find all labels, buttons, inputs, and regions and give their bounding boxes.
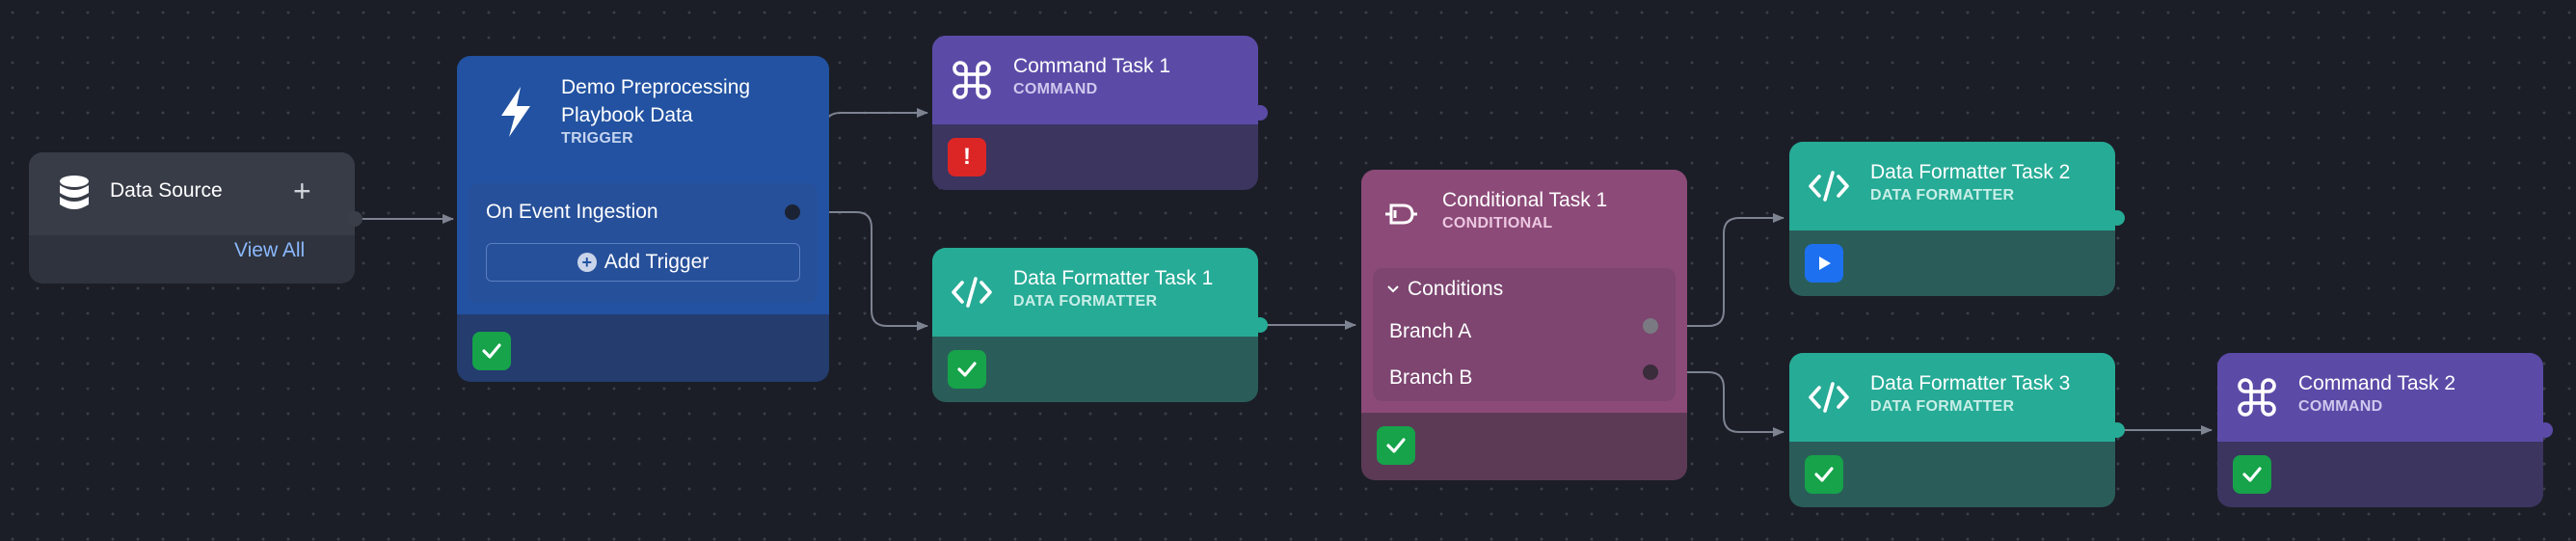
data-formatter-task-1-status-success (948, 350, 986, 389)
command-task-2-node[interactable]: Command Task 2 COMMAND (2217, 353, 2543, 507)
edge-branchb-formatter3 (1650, 371, 1784, 437)
conditions-toggle[interactable]: Conditions (1386, 278, 1503, 301)
trigger-body-panel: On Event Ingestion + Add Trigger (469, 183, 818, 303)
code-icon (1807, 375, 1851, 419)
add-trigger-label: Add Trigger (604, 251, 710, 273)
trigger-status-success (472, 332, 511, 370)
command-task-1-node[interactable]: Command Task 1 COMMAND ! (932, 36, 1258, 190)
data-formatter-task-1-output-handle[interactable] (1252, 317, 1268, 333)
trigger-title: Demo Preprocessing Playbook Data (561, 76, 751, 126)
event-label: On Event Ingestion (486, 201, 658, 223)
trigger-type-label: TRIGGER (561, 130, 633, 147)
conditional-task-1-node[interactable]: Conditional Task 1 CONDITIONAL Condition… (1361, 170, 1687, 480)
data-formatter-task-2-output-handle[interactable] (2109, 210, 2125, 226)
edge-trigger-formatter1 (792, 211, 928, 331)
add-trigger-button[interactable]: + Add Trigger (486, 243, 800, 282)
data-formatter-task-3-node[interactable]: Data Formatter Task 3 DATA FORMATTER (1789, 353, 2115, 507)
data-formatter-task-2-status-running (1805, 244, 1843, 283)
branch-a-label: Branch A (1389, 320, 1472, 342)
data-formatter-task-2-title: Data Formatter Task 2 (1870, 161, 2071, 183)
database-icon (52, 172, 96, 216)
data-source-title: Data Source (110, 179, 223, 202)
data-formatter-task-3-output-handle[interactable] (2109, 422, 2125, 438)
branch-a-handle[interactable] (1643, 318, 1658, 334)
data-source-node[interactable]: Data Source + View All (29, 152, 355, 284)
command-task-2-status-success (2233, 455, 2271, 494)
command-task-1-status-error: ! (948, 138, 986, 176)
command-icon (950, 58, 994, 102)
data-source-output-handle[interactable] (347, 211, 362, 227)
lightning-icon (494, 85, 538, 139)
data-formatter-task-1-type: DATA FORMATTER (1013, 293, 1158, 310)
data-formatter-task-3-title: Data Formatter Task 3 (1870, 372, 2071, 394)
data-formatter-task-3-status-success (1805, 455, 1843, 494)
data-formatter-task-1-title: Data Formatter Task 1 (1013, 267, 1214, 289)
conditions-label: Conditions (1408, 278, 1504, 300)
plus-circle-icon: + (577, 253, 597, 272)
conditional-task-1-type: CONDITIONAL (1442, 215, 1553, 231)
data-formatter-task-3-type: DATA FORMATTER (1870, 398, 2015, 415)
chevron-down-icon (1386, 282, 1400, 297)
command-task-2-type: COMMAND (2298, 398, 2383, 415)
data-formatter-task-2-type: DATA FORMATTER (1870, 187, 2015, 203)
command-task-1-output-handle[interactable] (1252, 105, 1268, 121)
branch-b-label: Branch B (1389, 366, 1473, 389)
data-formatter-task-2-node[interactable]: Data Formatter Task 2 DATA FORMATTER (1789, 142, 2115, 296)
trigger-output-handle[interactable] (785, 204, 800, 220)
command-task-2-output-handle[interactable] (2537, 422, 2553, 438)
conditional-task-1-status-success (1377, 426, 1415, 465)
command-task-2-title: Command Task 2 (2298, 372, 2456, 394)
command-task-1-title: Command Task 1 (1013, 55, 1171, 77)
edge-brancha-formatter2 (1650, 213, 1784, 327)
conditional-icon (1379, 192, 1423, 236)
command-task-1-type: COMMAND (1013, 81, 1098, 97)
code-icon (950, 270, 994, 314)
conditional-task-1-title: Conditional Task 1 (1442, 189, 1608, 211)
conditions-panel: Conditions Branch A Branch B (1373, 268, 1676, 401)
trigger-node[interactable]: Demo Preprocessing Playbook Data TRIGGER… (457, 56, 829, 382)
view-all-link[interactable]: View All (234, 239, 306, 261)
branch-b-handle[interactable] (1643, 365, 1658, 380)
code-icon (1807, 164, 1851, 208)
data-formatter-task-1-node[interactable]: Data Formatter Task 1 DATA FORMATTER (932, 248, 1258, 402)
command-icon (2235, 375, 2279, 419)
add-source-button[interactable]: + (293, 174, 311, 208)
